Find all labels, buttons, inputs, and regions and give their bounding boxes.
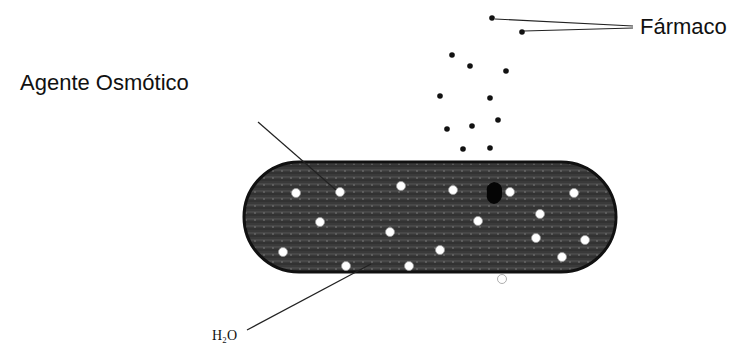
drug-particle <box>489 15 495 21</box>
osmotic-agent-particles <box>279 182 590 284</box>
water-label: H₂O <box>212 328 237 344</box>
osmotic-particle <box>581 236 590 245</box>
osmotic-particle <box>436 246 445 255</box>
osmotic-particle <box>405 262 414 271</box>
osmotic-particle <box>536 210 545 219</box>
osmotic-particle <box>316 218 325 227</box>
delivery-orifice <box>487 182 502 204</box>
drug-particle <box>449 52 455 58</box>
drug-particle <box>487 145 493 151</box>
osmotic-particle <box>279 248 288 257</box>
osmotic-particle <box>336 188 345 197</box>
osmotic-agent-label: Agente Osmótico <box>20 70 189 96</box>
osmotic-particle <box>532 234 541 243</box>
leader-lines <box>247 19 633 330</box>
osmotic-particle <box>506 188 515 197</box>
drug-particles <box>437 15 525 152</box>
drug-particle <box>519 29 525 35</box>
osmotic-particle <box>558 253 567 262</box>
drug-particle <box>437 93 443 99</box>
osmotic-particle <box>570 189 579 198</box>
drug-label: Fármaco <box>640 14 727 40</box>
drug-particle <box>487 95 493 101</box>
osmotic-particle <box>397 182 406 191</box>
tablet-body <box>244 162 616 272</box>
osmotic-particle <box>386 228 395 237</box>
drug-particle <box>444 126 450 132</box>
osmotic-particle <box>449 186 458 195</box>
drug-particle <box>495 117 501 123</box>
osmotic-particle <box>498 275 507 284</box>
osmotic-particle <box>292 189 301 198</box>
osmotic-particle <box>474 217 483 226</box>
drug-particle <box>460 146 466 152</box>
drug-particle <box>503 68 509 74</box>
drug-particle <box>467 63 473 69</box>
osmotic-particle <box>342 262 351 271</box>
drug-particle <box>469 123 475 129</box>
